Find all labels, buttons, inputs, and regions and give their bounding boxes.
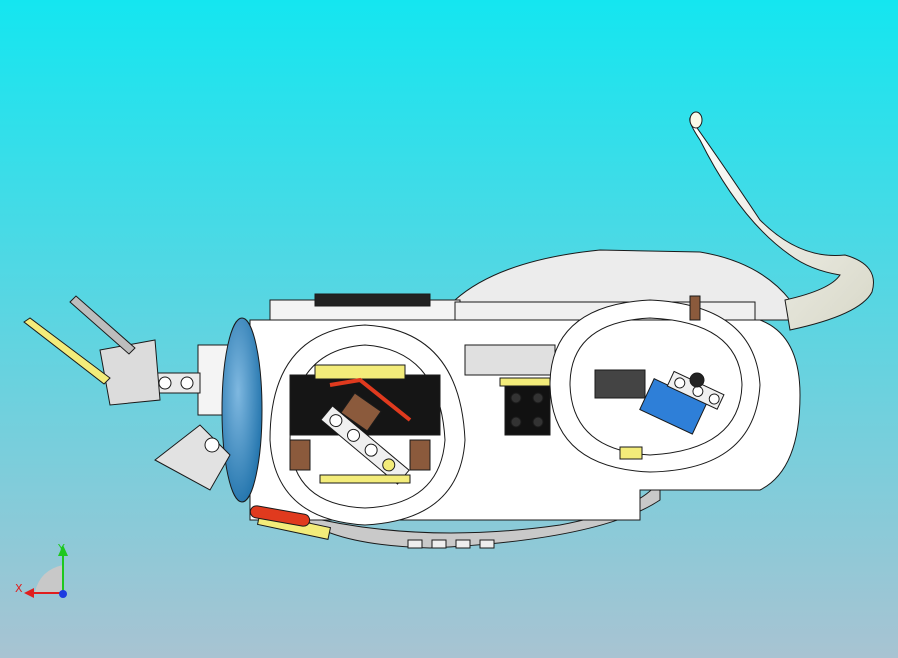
stud-1: [510, 392, 522, 404]
diagonal-beam: [320, 405, 410, 485]
bottom-stud-1: [407, 539, 423, 549]
left-ring: [269, 324, 466, 526]
center-yellow-strip: [499, 377, 551, 387]
brown-block: [340, 392, 382, 432]
gray-antenna: [69, 295, 136, 355]
front-arm-hole-3: [180, 376, 194, 390]
front-connector: [99, 339, 161, 406]
x-axis-label: X: [15, 582, 23, 595]
bottom-stud-3: [455, 539, 471, 549]
center-dark-brick: [504, 384, 551, 436]
yellow-antenna: [23, 317, 111, 385]
brown-beam: [289, 439, 311, 471]
right-window-dark: [594, 369, 646, 399]
bottom-stud-4: [479, 539, 495, 549]
stud-2: [532, 392, 544, 404]
left-window-yellow: [314, 364, 406, 380]
blue-dome: [221, 317, 263, 503]
brown-beam-right: [409, 439, 431, 471]
bottom-stud-2: [431, 539, 447, 549]
y-axis-arrow: [58, 545, 68, 556]
red-lever: [249, 505, 311, 527]
right-dark-pin: [689, 372, 705, 388]
tail-tip: [689, 111, 703, 129]
x-axis-arrow: [24, 588, 34, 598]
center-panel: [464, 344, 556, 376]
front-arm-hole-2: [158, 376, 172, 390]
red-link: [329, 377, 412, 422]
z-axis-dot: [59, 590, 67, 598]
brown-pin: [689, 295, 701, 321]
tail: [689, 117, 874, 331]
triad-plane: [35, 565, 63, 592]
left-yellow-strip: [319, 474, 411, 484]
blue-brick: [639, 370, 725, 435]
dark-top-plate: [314, 293, 431, 307]
right-yellow-block: [619, 446, 643, 460]
orientation-triad: Y X: [15, 542, 68, 598]
lego-model[interactable]: [23, 111, 874, 549]
y-axis-label: Y: [57, 542, 65, 555]
right-ring: [549, 299, 761, 473]
stud-3: [510, 416, 522, 428]
stud-4: [532, 416, 544, 428]
claw-joint: [204, 437, 220, 453]
